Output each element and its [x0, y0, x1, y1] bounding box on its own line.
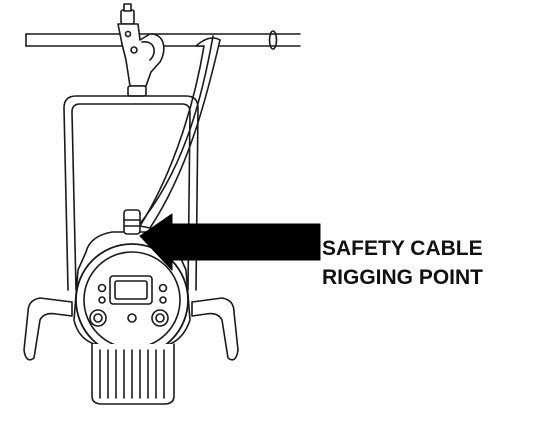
hook-clamp	[117, 3, 165, 97]
heat-sink	[91, 343, 175, 405]
callout-arrow	[139, 213, 321, 271]
safety-cable-edge	[137, 35, 214, 227]
fixture-yoke	[63, 95, 199, 291]
safety-cable	[139, 37, 221, 229]
callout-label-line-2: RIGGING POINT	[322, 266, 484, 289]
control-panel	[89, 275, 169, 327]
callout-label-line-1: SAFETY CABLE	[322, 237, 483, 260]
yoke-handle-left	[23, 297, 73, 361]
yoke-handle-right	[191, 297, 239, 361]
fixture-body	[73, 209, 191, 357]
